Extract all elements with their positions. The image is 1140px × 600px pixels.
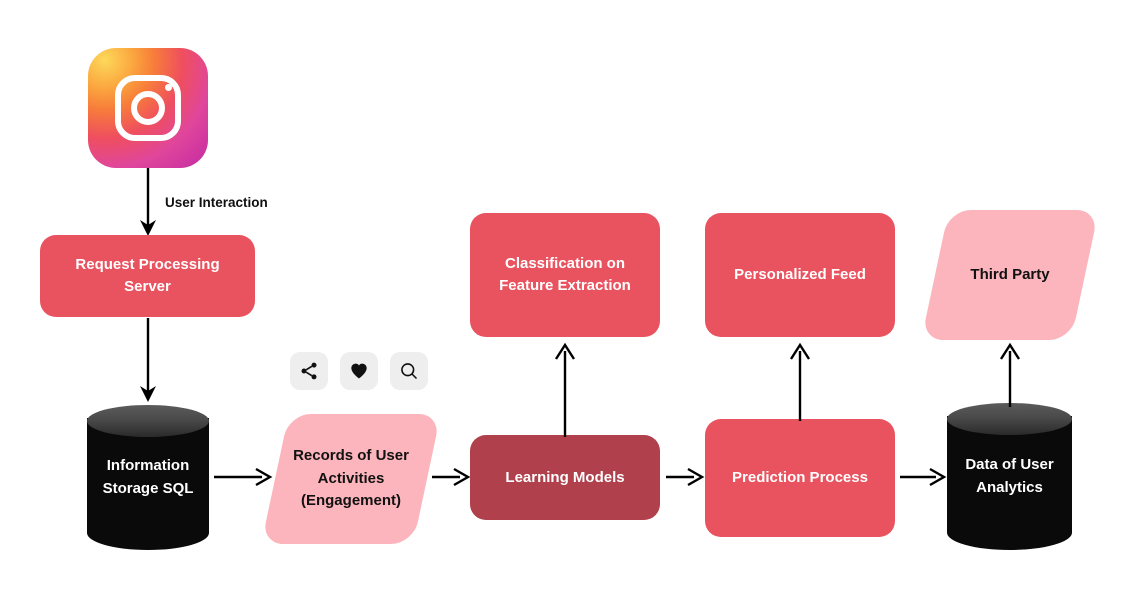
arrow-analytics-to-third-party bbox=[999, 342, 1021, 407]
heart-icon-glyph bbox=[351, 363, 367, 379]
cylinder-top-ellipse bbox=[87, 405, 209, 437]
instagram-glyph bbox=[115, 75, 181, 141]
arrow-records-to-learning-models bbox=[432, 467, 471, 487]
node-label: Data of User Analytics bbox=[965, 456, 1054, 496]
cylinder-body bbox=[947, 416, 1072, 550]
node-third-party[interactable]: Third Party bbox=[921, 210, 1099, 340]
arrow-learning-models-to-prediction bbox=[666, 467, 705, 487]
arrow-instagram-to-request-server bbox=[140, 168, 156, 236]
search-icon-glyph bbox=[401, 363, 418, 380]
node-records-of-user-activities[interactable]: Records of User Activities (Engagement) bbox=[261, 414, 441, 544]
cylinder-body bbox=[87, 418, 209, 550]
node-label: Information Storage SQL bbox=[102, 457, 194, 497]
node-data-of-user-analytics[interactable]: Data of User Analytics bbox=[947, 403, 1072, 550]
arrow-learning-models-to-classification bbox=[554, 342, 576, 437]
share-icon[interactable] bbox=[290, 352, 328, 390]
node-information-storage-sql[interactable]: Information Storage SQL bbox=[87, 405, 209, 550]
instagram-logo-icon bbox=[88, 48, 208, 168]
search-icon[interactable] bbox=[390, 352, 428, 390]
node-personalized-feed[interactable]: Personalized Feed bbox=[705, 213, 895, 337]
instagram-outer-square bbox=[115, 75, 181, 141]
node-learning-models[interactable]: Learning Models bbox=[470, 435, 660, 520]
heart-icon[interactable] bbox=[340, 352, 378, 390]
arrow-prediction-to-analytics bbox=[900, 467, 947, 487]
arrow-storage-to-records bbox=[214, 467, 273, 487]
arrow-prediction-to-personalized-feed bbox=[789, 342, 811, 421]
edge-label-user-interaction: User Interaction bbox=[165, 195, 268, 210]
cylinder-top-ellipse bbox=[947, 403, 1072, 435]
arrow-request-server-to-storage bbox=[140, 318, 156, 402]
share-icon-glyph bbox=[301, 362, 317, 380]
instagram-lens-circle bbox=[131, 91, 165, 125]
node-label: Third Party bbox=[970, 265, 1050, 283]
instagram-flash-dot bbox=[165, 84, 172, 91]
node-classification-on-feature-extraction[interactable]: Classification on Feature Extraction bbox=[470, 213, 660, 337]
node-request-processing-server[interactable]: Request Processing Server bbox=[40, 235, 255, 317]
node-prediction-process[interactable]: Prediction Process bbox=[705, 419, 895, 537]
node-label: Records of User Activities (Engagement) bbox=[293, 447, 409, 510]
